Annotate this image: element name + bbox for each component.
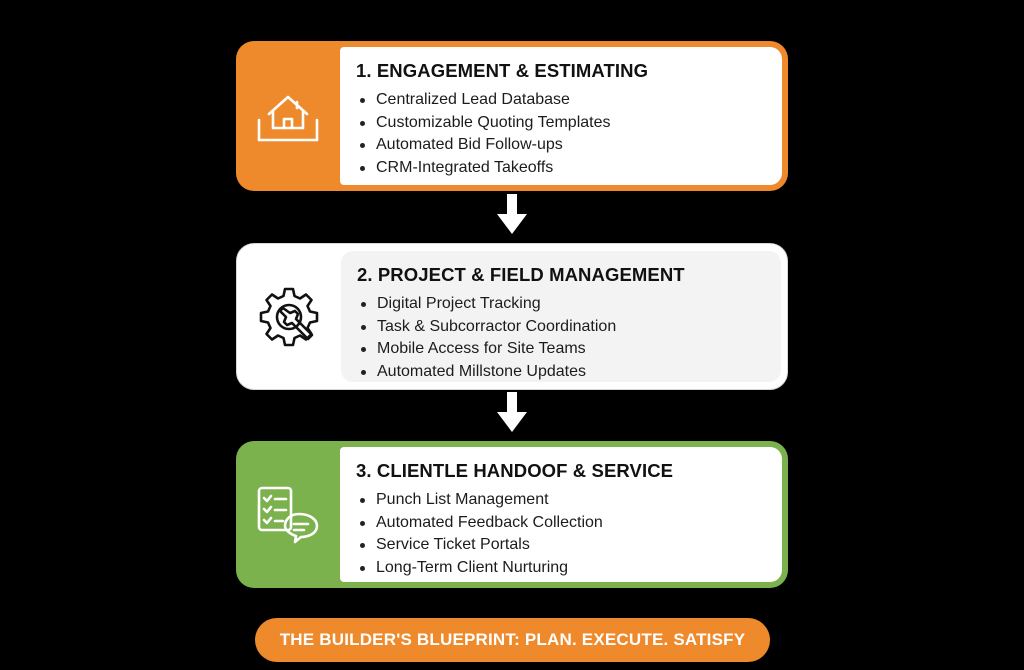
step-1-title: 1. ENGAGEMENT & ESTIMATING (356, 60, 649, 81)
gear-wrench-icon (259, 287, 319, 346)
step-card-project-management: 2. PROJECT & FIELD MANAGEMENT Digital Pr… (236, 243, 788, 390)
step-1-content: 1. ENGAGEMENT & ESTIMATING Centralized L… (340, 47, 782, 185)
step-card-engagement: 1. ENGAGEMENT & ESTIMATING Centralized L… (236, 41, 788, 191)
list-item: Automated Feedback Collection (356, 512, 766, 535)
tagline-banner: THE BUILDER'S BLUEPRINT: PLAN. EXECUTE. … (255, 618, 770, 662)
step-1-feature-list: Centralized Lead Database Customizable Q… (356, 89, 766, 179)
down-arrow-icon (497, 194, 527, 234)
list-item: Punch List Management (356, 489, 766, 512)
step-2-content: 2. PROJECT & FIELD MANAGEMENT Digital Pr… (341, 251, 781, 382)
step-3-icon-area (236, 441, 340, 588)
list-item: Long-Term Client Nurturing (356, 557, 766, 580)
list-item: Centralized Lead Database (356, 89, 766, 112)
list-item: Automated Millstone Updates (357, 361, 765, 384)
step-3-feature-list: Punch List Management Automated Feedback… (356, 489, 766, 579)
list-item: Automated Bid Follow-ups (356, 134, 766, 157)
step-2-title: 2. PROJECT & FIELD MANAGEMENT (357, 264, 685, 285)
step-2-icon-area (237, 244, 341, 389)
step-3-content: 3. CLIENTLE HANDOOF & SERVICE Punch List… (340, 447, 782, 582)
list-item: Service Ticket Portals (356, 534, 766, 557)
step-card-client-handoff: 3. CLIENTLE HANDOOF & SERVICE Punch List… (236, 441, 788, 588)
list-item: Task & Subcorractor Coordination (357, 316, 765, 339)
down-arrow-icon (497, 392, 527, 432)
list-item: Mobile Access for Site Teams (357, 338, 765, 361)
checklist-chat-icon (257, 486, 319, 543)
step-1-icon-area (236, 41, 340, 191)
step-2-feature-list: Digital Project Tracking Task & Subcorra… (357, 293, 765, 383)
list-item: Customizable Quoting Templates (356, 112, 766, 135)
list-item: Digital Project Tracking (357, 293, 765, 316)
step-3-title: 3. CLIENTLE HANDOOF & SERVICE (356, 460, 674, 481)
tagline-text: THE BUILDER'S BLUEPRINT: PLAN. EXECUTE. … (279, 630, 746, 649)
list-item: CRM-Integrated Takeoffs (356, 157, 766, 180)
house-icon (257, 95, 319, 142)
